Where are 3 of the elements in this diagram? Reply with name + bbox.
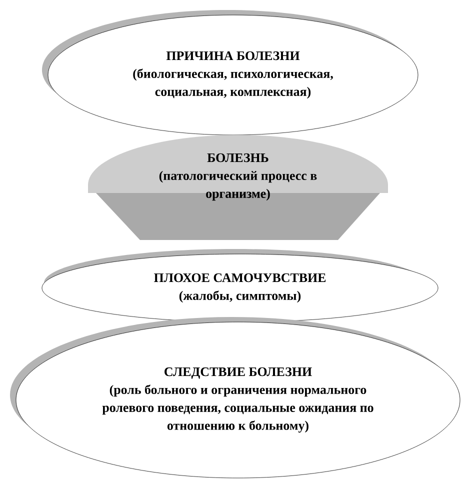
ellipse-node: СЛЕДСТВИЕ БОЛЕЗНИ (роль больного и ограничения нормального ролевого поведения, социальные ожидания по отношению к больному) [10,317,460,478]
ellipse-node: ПРИЧИНА БОЛЕЗНИ (биологическая, психологическая, социальная, комплексная) [42,10,418,136]
ellipse-node: ПЛОХОЕ САМОЧУВСТВИЕ (жалобы, симптомы) [42,249,438,322]
